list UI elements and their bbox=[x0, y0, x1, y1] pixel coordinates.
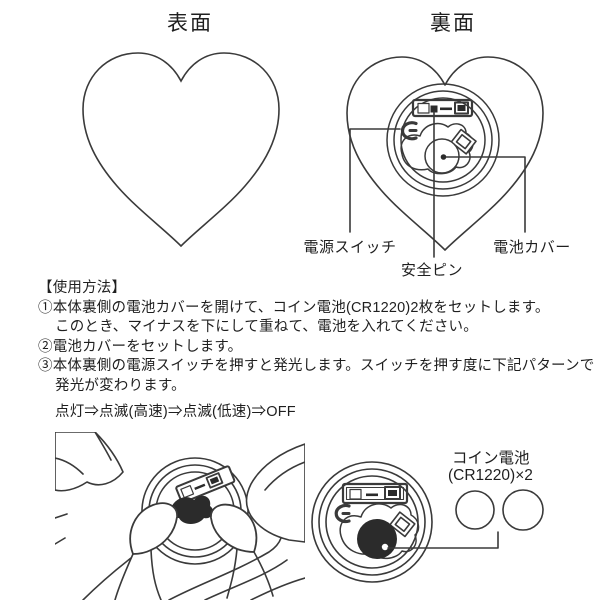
front-side-title: 表面 bbox=[167, 12, 213, 35]
power-switch-hook bbox=[400, 121, 418, 141]
instruction-step-2: ②電池カバーをセットします。 bbox=[38, 338, 243, 355]
usage-heading: 【使用方法】 bbox=[38, 280, 127, 296]
opened-cover-gap bbox=[169, 495, 213, 524]
instruction-step-3-cont: 発光が変わります。 bbox=[55, 377, 186, 394]
power-switch-hook bbox=[334, 503, 351, 524]
usage-instructions: 【使用方法】 ①本体裏側の電池カバーを開けて、コイン電池(CR1220)2枚をセ… bbox=[38, 279, 598, 422]
coin-battery-label-line1: コイン電池 bbox=[452, 450, 530, 467]
installed-batteries bbox=[357, 519, 397, 559]
battery-anchor-dot bbox=[381, 543, 389, 551]
safety-pin-label: 安全ピン bbox=[400, 262, 464, 279]
left-hand bbox=[55, 432, 124, 545]
battery-cover-plate bbox=[400, 122, 477, 175]
battery-cover-anchor-dot bbox=[440, 154, 447, 160]
instruction-step-3: ③本体裏側の電源スイッチを押すと発光します。スイッチを押す度に下記パターンで bbox=[38, 358, 595, 375]
cover-tab bbox=[450, 128, 477, 155]
left-thumb bbox=[82, 502, 178, 600]
instruction-step-1-cont: このとき、マイナスを下にして重ねて、電池を入れてください。 bbox=[55, 319, 478, 336]
heart-outline bbox=[346, 56, 544, 251]
power-switch-callout-line bbox=[349, 128, 401, 233]
hands-opening-cover-illustration bbox=[55, 432, 305, 600]
badge-rings bbox=[386, 83, 500, 197]
battery-cover-plate bbox=[339, 503, 420, 560]
heart-outline bbox=[82, 52, 280, 248]
power-switch-label: 電源スイッチ bbox=[303, 239, 397, 256]
instruction-step-1: ①本体裏側の電池カバーを開けて、コイン電池(CR1220)2枚をセットします。 bbox=[38, 299, 550, 316]
back-side-title: 裏面 bbox=[430, 12, 476, 35]
battery-cover-label: 電池カバー bbox=[493, 239, 571, 256]
coin-battery-right bbox=[502, 489, 544, 531]
right-hand bbox=[168, 443, 305, 600]
safety-pin-housing bbox=[341, 482, 409, 505]
coin-battery-left bbox=[455, 490, 495, 530]
coin-battery-label-line2: (CR1220)×2 bbox=[448, 467, 533, 484]
coin-batteries bbox=[455, 489, 544, 531]
right-thumb bbox=[210, 503, 274, 599]
cover-tab bbox=[389, 511, 416, 538]
front-heart-diagram bbox=[82, 52, 280, 248]
safety-pin-housing bbox=[175, 465, 236, 504]
back-heart-diagram bbox=[346, 56, 544, 258]
safety-pin-housing bbox=[411, 98, 474, 118]
battery-insertion-diagram bbox=[311, 461, 544, 583]
coin-battery-callout-line bbox=[387, 531, 499, 549]
light-pattern-sequence: 点灯⇒点滅(高速)⇒点滅(低速)⇒OFF bbox=[55, 403, 296, 420]
battery-cover-callout-line bbox=[445, 156, 526, 233]
